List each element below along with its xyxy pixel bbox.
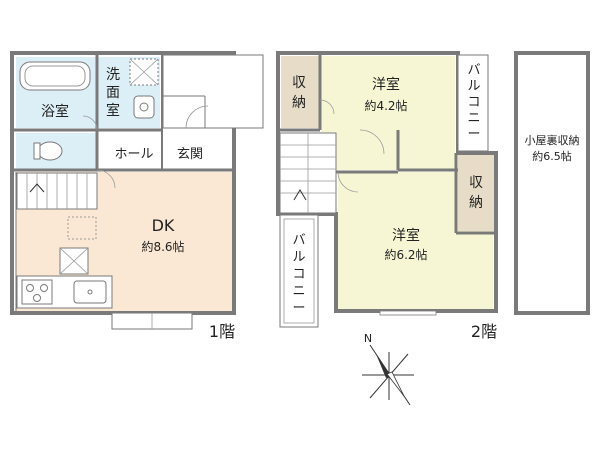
balcony-a-label-2: ル xyxy=(467,79,480,94)
balcony-a-label-3: コ xyxy=(467,95,480,110)
dk-size-label: 約8.6帖 xyxy=(141,239,184,254)
washroom-label-2: 面 xyxy=(106,85,120,101)
door-arc xyxy=(96,169,116,189)
floor-2-label: 2階 xyxy=(471,322,497,341)
balcony-b-label-4: ニ xyxy=(292,284,305,299)
toilet-bowl xyxy=(37,141,63,161)
balcony-a-label-5: ー xyxy=(467,127,480,142)
door-arc xyxy=(359,129,385,155)
balcony-b-label-3: コ xyxy=(292,267,305,282)
compass-north-label: N xyxy=(364,332,372,345)
storage-b-label-1: 収 xyxy=(469,175,483,191)
washroom-label-3: 室 xyxy=(106,102,120,119)
western-a-size-label: 約4.2帖 xyxy=(364,98,407,113)
hall-label: ホール xyxy=(114,147,153,162)
sink-icon xyxy=(73,280,107,304)
toilet-tank xyxy=(33,142,41,160)
fridge-space xyxy=(67,216,97,240)
western-a-label: 洋室 xyxy=(372,76,400,93)
compass-icon: N xyxy=(362,332,414,406)
balcony-b-label-2: ル xyxy=(292,250,305,265)
attic-storage: 小屋裏収納 約6.5帖 xyxy=(514,51,590,315)
balcony-a xyxy=(457,54,489,152)
window xyxy=(379,310,437,316)
hall-fill xyxy=(97,133,163,169)
washbasin xyxy=(133,95,155,119)
door-arc xyxy=(185,105,209,129)
stove-icon xyxy=(21,279,53,305)
stairs-floor-2 xyxy=(279,132,337,214)
entrance-fill xyxy=(163,133,232,169)
floor-1: 浴室 洗 面 室 ホール 玄関 DK 約8.6帖 1階 xyxy=(10,51,264,341)
laundry-pan-x xyxy=(129,58,159,86)
entrance-label: 玄関 xyxy=(177,147,203,162)
storage-b-fill xyxy=(458,155,494,231)
balcony-b xyxy=(279,214,319,328)
washroom-label-1: 洗 xyxy=(106,67,120,83)
attic-outline xyxy=(514,51,590,315)
floor-1-outer-wall xyxy=(10,51,236,315)
balcony-b-label-1: バ xyxy=(292,233,305,248)
washbasin-drain xyxy=(139,102,149,112)
stairs-floor-1 xyxy=(16,172,98,210)
bathtub xyxy=(19,61,91,91)
entrance-porch xyxy=(162,54,264,129)
door-arc xyxy=(319,99,335,115)
storage-a-label-2: 納 xyxy=(292,95,306,111)
door-arc xyxy=(82,115,98,131)
storage-a-label-1: 収 xyxy=(292,75,306,91)
attic-size-label: 約6.5帖 xyxy=(532,149,572,163)
floor-1-label: 1階 xyxy=(209,322,235,341)
dk-label: DK xyxy=(152,216,175,235)
range-hood-x xyxy=(59,247,89,275)
bathtub-inner xyxy=(24,65,86,87)
door-arc xyxy=(337,171,359,193)
floor-2: 収 納 洋室 約4.2帖 バ ル コ ニ ー 収 納 洋室 約6.2帖 バ ル … xyxy=(276,51,498,341)
western-b-size-label: 約6.2帖 xyxy=(384,247,427,262)
storage-b-label-2: 納 xyxy=(469,195,483,211)
bathroom-label: 浴室 xyxy=(41,103,69,120)
western-b-label: 洋室 xyxy=(392,227,420,244)
balcony-a-label-4: ニ xyxy=(467,111,480,126)
western-a-fill xyxy=(321,56,455,170)
balcony-b-label-5: ー xyxy=(292,301,305,316)
storage-a-fill xyxy=(281,56,319,128)
balcony-a-label-1: バ xyxy=(467,63,480,78)
balcony-b-inner xyxy=(283,218,315,324)
attic-label: 小屋裏収納 xyxy=(525,133,580,147)
